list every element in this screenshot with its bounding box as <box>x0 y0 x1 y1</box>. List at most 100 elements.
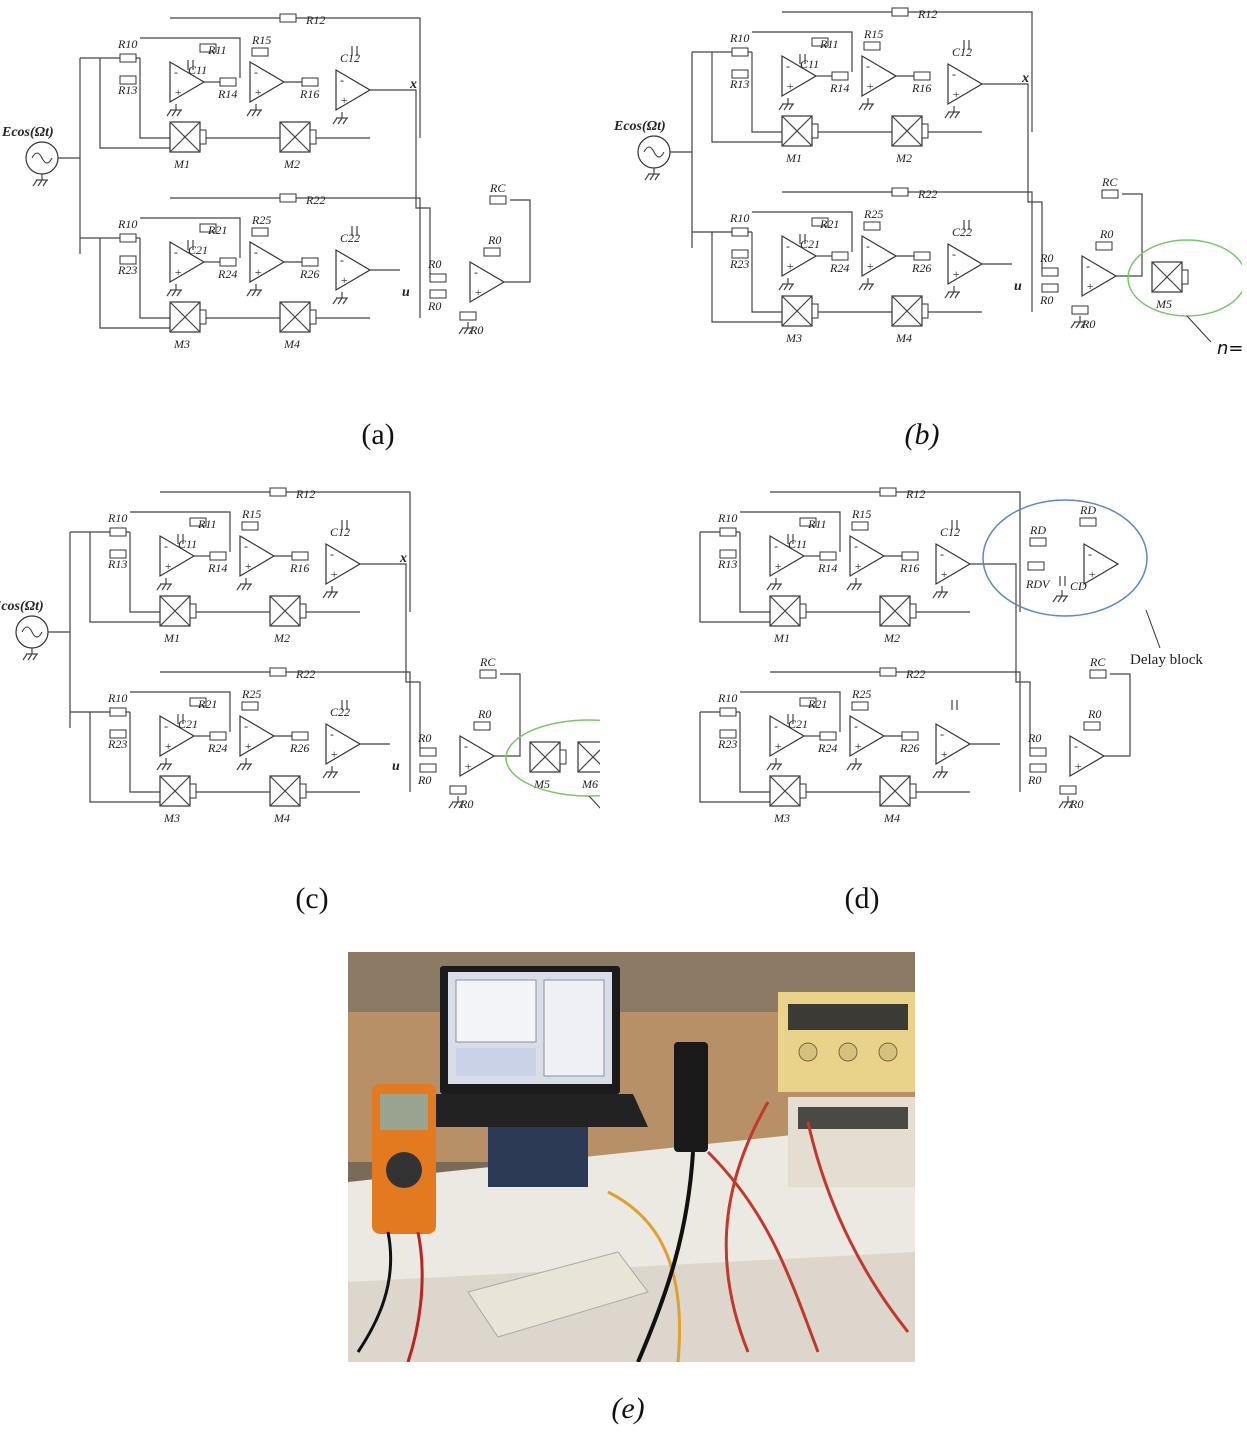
capacitor-label: C12 <box>952 45 972 59</box>
op-amp-minus: - <box>164 539 168 553</box>
op-amp-plus: + <box>1086 279 1094 293</box>
resistor-label: R23 <box>717 737 737 751</box>
memristor-label: M3 <box>163 811 180 825</box>
output-label-u: u <box>392 759 400 774</box>
resistor-label: R13 <box>729 77 749 91</box>
resistor <box>891 7 909 17</box>
resistor-label: R0 <box>1087 707 1101 721</box>
resistor-label: R14 <box>817 561 837 575</box>
resistor-label: R21 <box>807 697 827 711</box>
wire <box>788 103 794 111</box>
memristor-label: M6 <box>581 777 598 791</box>
resistor-label: R10 <box>717 691 737 705</box>
resistor-label: R0 <box>1069 797 1083 811</box>
wire <box>851 763 857 771</box>
resistor <box>879 667 897 677</box>
op-amp-plus: + <box>164 739 172 753</box>
op-amp-minus: - <box>244 539 248 553</box>
op-amp-plus: + <box>1074 759 1082 773</box>
op-amp-plus: + <box>254 265 262 279</box>
wire <box>1062 595 1068 603</box>
op-amp <box>169 60 206 104</box>
resistor-label: R11 <box>207 43 226 57</box>
wire <box>246 109 252 117</box>
output-label-x: x <box>399 551 407 566</box>
op-amp-plus: + <box>244 739 252 753</box>
op-amp-plus: + <box>786 79 794 93</box>
wire <box>529 741 561 773</box>
wire <box>1068 801 1074 809</box>
wire <box>868 103 874 111</box>
wire <box>332 297 338 305</box>
wire <box>858 283 864 291</box>
op-amp-minus: - <box>1088 547 1092 561</box>
resistor-label: R15 <box>241 507 261 521</box>
op-amp-plus: + <box>854 559 862 573</box>
op-amp-minus: - <box>254 245 258 259</box>
op-amp-minus: - <box>854 539 858 553</box>
capacitor-label: C22 <box>952 225 972 239</box>
op-amp <box>249 60 286 104</box>
wire <box>782 11 1033 132</box>
resistor <box>419 763 437 773</box>
wire <box>1058 801 1064 809</box>
resistor <box>901 551 919 561</box>
resistor <box>109 707 127 717</box>
op-amp-minus: - <box>854 719 858 733</box>
resistor <box>879 487 897 497</box>
lab-setup-photo <box>348 952 915 1362</box>
memristor-tab <box>559 749 567 765</box>
wire <box>251 109 257 117</box>
op-amp <box>781 234 818 278</box>
resistor-label: RC <box>1101 175 1118 189</box>
wire <box>937 591 943 599</box>
output-label-x: x <box>1021 71 1029 86</box>
op-amp-plus: + <box>330 567 338 581</box>
wire <box>170 197 421 318</box>
op-amp-minus: - <box>340 253 344 267</box>
op-amp-minus: - <box>330 547 334 561</box>
wire <box>337 297 343 305</box>
wire <box>99 238 180 329</box>
resistor <box>863 41 881 51</box>
wire <box>954 111 960 119</box>
memristor-label: M2 <box>283 157 300 171</box>
resistor-label: R25 <box>863 207 883 221</box>
wire <box>279 121 311 153</box>
op-amp-plus: + <box>174 85 182 99</box>
capacitor-label: CD <box>1070 579 1087 593</box>
wire <box>342 297 348 305</box>
op-amp-minus: - <box>340 73 344 87</box>
resistor-label: RD <box>1079 503 1096 517</box>
wire <box>166 583 172 591</box>
wire <box>879 595 911 627</box>
capacitor-label: C11 <box>188 63 207 77</box>
wire <box>868 283 874 291</box>
wire <box>944 111 950 119</box>
op-amp <box>325 722 362 766</box>
wire <box>654 173 660 181</box>
wire <box>1012 83 1043 272</box>
resistor <box>119 75 137 85</box>
capacitor-label: C21 <box>178 717 198 731</box>
op-amp <box>469 260 506 304</box>
op-amp <box>169 240 206 284</box>
memristor-tab <box>811 123 819 139</box>
annotation-arrow <box>1145 609 1161 649</box>
wire <box>161 763 167 771</box>
resistor-label: R11 <box>819 37 838 51</box>
capacitor-label: C22 <box>340 231 360 245</box>
op-amp-plus: + <box>940 747 948 761</box>
resistor-label: R26 <box>911 261 931 275</box>
delay-block-circle <box>982 499 1148 617</box>
wire <box>453 801 459 809</box>
source-label: Ecos(Ωt) <box>613 119 666 134</box>
resistor <box>189 697 207 707</box>
op-amp-minus: - <box>786 59 790 73</box>
resistor-label: R10 <box>117 217 137 231</box>
op-amp-minus: - <box>866 59 870 73</box>
op-amp <box>947 62 984 106</box>
wire <box>879 775 911 807</box>
resistor <box>209 551 227 561</box>
